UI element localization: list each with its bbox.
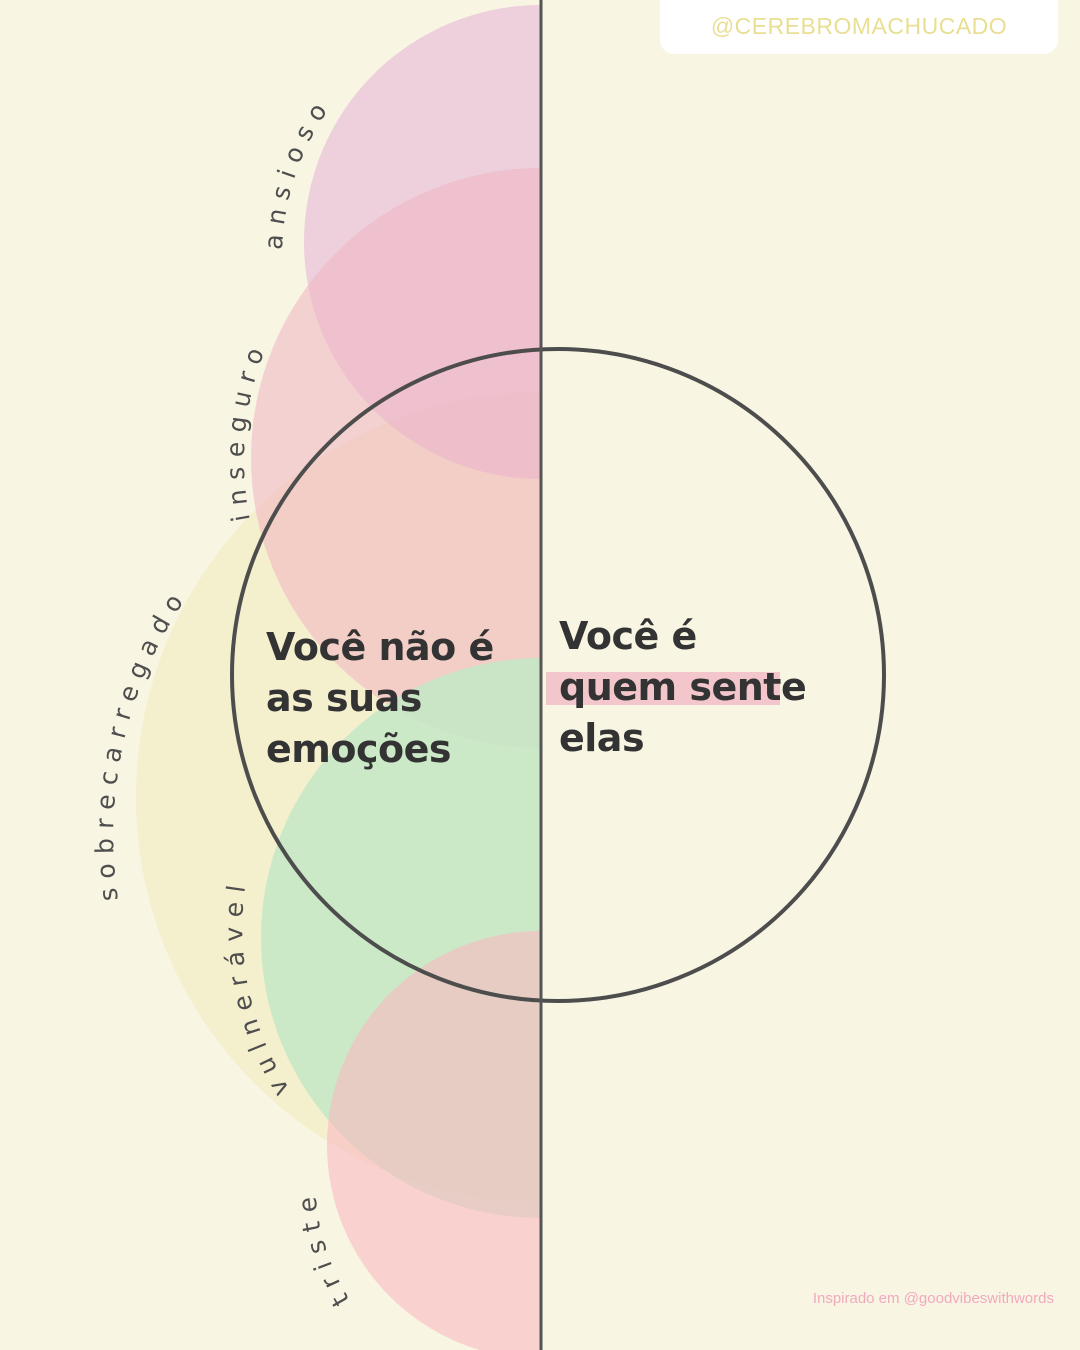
credit-text: Inspirado em @goodvibeswithwords [812,1290,1054,1307]
account-handle: @CEREBROMACHUCADO [710,13,1008,39]
headline-right-line1: Você é [559,614,697,658]
inseguro-circle [251,168,541,748]
headline-left-line1: Você não é [266,625,494,669]
handle-badge: @CEREBROMACHUCADO [660,0,1058,54]
headline-right-line3: elas [559,716,645,760]
self-circle [230,347,886,1003]
headline-left: Você não é as suas emoções [266,622,494,775]
headline-left-line2: as suas [266,676,422,720]
headline-left-line3: emoções [266,727,451,771]
headline-right: Você é quem sente elas [545,611,807,764]
highlighted-phrase: quem sente [545,662,807,713]
emotion-half-circles [136,5,541,1350]
headline-right-line2: quem sente [559,665,807,709]
triste-circle [327,931,541,1350]
